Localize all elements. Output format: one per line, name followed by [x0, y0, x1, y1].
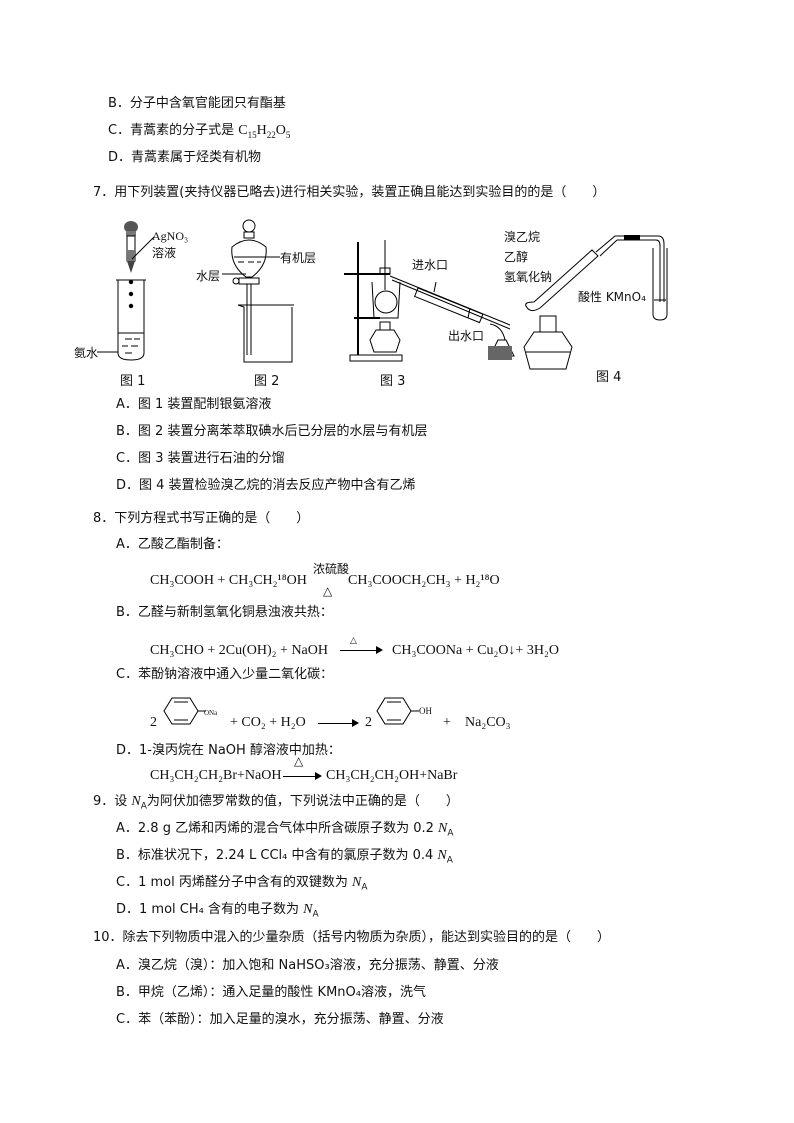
q6-option-c: C．青蒿素的分子式是 C15H22O5	[108, 122, 290, 140]
q8-c-plus: +	[443, 715, 451, 730]
q8-equation-b-condition: △	[350, 636, 357, 646]
q9-option-c: C．1 mol 丙烯醛分子中含有的双键数为 NA	[116, 875, 368, 893]
elimination-apparatus-icon	[523, 235, 668, 370]
reaction-arrow	[283, 776, 317, 777]
ammonia-label: 氨水	[74, 346, 99, 360]
q8-option-c-label: C．苯酚钠溶液中通入少量二氧化碳：	[116, 667, 334, 682]
arrow-head-icon	[352, 719, 359, 727]
benzene-ring-icon	[163, 697, 206, 725]
q8-c-sub1: ONa	[204, 709, 218, 717]
q8-equation-b-right: CH₃COONa + Cu₂O↓+ 3H₂O	[392, 643, 559, 658]
reaction-arrow	[340, 650, 378, 651]
q10-option-c: C．苯（苯酚）：加入足量的溴水，充分振荡、静置、分液	[116, 1012, 444, 1027]
figure-4-caption: 图 4	[596, 370, 622, 385]
q8-option-a-label: A．乙酸乙酯制备：	[116, 537, 229, 552]
q8-equation-a-condition: 浓硫酸	[313, 562, 350, 576]
water-inlet-label: 进水口	[412, 258, 449, 272]
arrow-head-icon	[315, 772, 322, 780]
q8-option-b-label: B．乙醛与新制氢氧化铜悬浊液共热：	[116, 605, 333, 620]
q8-equation-d-heat: △	[294, 754, 304, 768]
q8-option-d-label: D．1-溴丙烷在 NaOH 醇溶液中加热：	[116, 743, 341, 758]
q8-equation-d-right: CH₃CH₂CH₂OH+NaBr	[326, 768, 458, 783]
q9-option-d: D．1 mol CH₄ 含有的电子数为 NA	[116, 902, 319, 920]
figure-4: 溴乙烷 乙醇 氢氧化钠 酸性 KMnO₄ 图 4	[500, 222, 680, 392]
q7-option-a: A．图 1 装置配制银氨溶液	[116, 397, 272, 412]
water-outlet-label: 出水口	[448, 329, 485, 343]
q10-option-a: A．溴乙烷（溴）：加入饱和 NaHSO₃溶液，充分振荡、静置、分液	[116, 958, 499, 973]
q7-option-c: C．图 3 装置进行石油的分馏	[116, 451, 285, 466]
q7-stem: 7．用下列装置(夹持仪器已略去)进行相关实验，装置正确且能达到实验目的的是（ ）	[93, 185, 606, 200]
figure-3: 进水口 出水口 图 3	[330, 230, 520, 390]
figure-3-caption: 图 3	[380, 374, 406, 389]
distillation-apparatus-icon	[344, 240, 515, 362]
figure-2: 有机层 水层 图 2	[180, 215, 320, 390]
acidic-kmno4-label: 酸性 KMnO₄	[578, 290, 646, 304]
q9-stem: 9．设 NA为阿伏加德罗常数的值，下列说法中正确的是（ ）	[93, 794, 459, 812]
figure-1-caption: 图 1	[120, 374, 146, 389]
q7-option-b: B．图 2 装置分离苯萃取碘水后已分层的水层与有机层	[116, 424, 428, 439]
water-layer-label: 水层	[196, 269, 221, 283]
q8-equation-b-left: CH₃CHO + 2Cu(OH)₂ + NaOH	[150, 643, 328, 658]
test-tube-dropper-icon	[97, 221, 155, 361]
molecular-formula: C15H22O5	[238, 123, 291, 140]
q7-option-d: D．图 4 装置检验溴乙烷的消去反应产物中含有乙烯	[116, 478, 416, 493]
arrow-head-icon	[376, 646, 383, 654]
q10-option-b: B．甲烷（乙烯）：通入足量的酸性 KMnO₄溶液，洗气	[116, 985, 426, 1000]
q8-equation-d-left: CH₃CH₂CH₂Br+NaOH	[150, 768, 282, 783]
q6-option-c-text: C．青蒿素的分子式是	[108, 123, 239, 138]
q8-equation-a-left: CH₃COOH + CH₃CH₂¹⁸OH	[150, 573, 307, 588]
q6-option-d: D．青蒿素属于烃类有机物	[108, 150, 262, 165]
q8-c-sub2: OH	[419, 706, 432, 716]
q9-option-a: A．2.8 g 乙烯和丙烯的混合气体中所含碳原子数为 0.2 NA	[116, 821, 454, 839]
q9-option-b: B．标准状况下，2.24 L CCl₄ 中含有的氯原子数为 0.4 NA	[116, 848, 453, 866]
q10-stem: 10．除去下列物质中混入的少量杂质（括号内物质为杂质），能达到实验目的的是（ ）	[93, 930, 611, 945]
reagent-naoh: 氢氧化钠	[504, 270, 553, 284]
benzene-ring-icon	[376, 697, 419, 725]
reagent-ethanol: 乙醇	[504, 250, 529, 264]
q8-equation-a-heat: △	[323, 584, 333, 598]
q8-c-product: Na₂CO₃	[465, 715, 511, 730]
figure-1: AgNO₃溶液 氨水 图 1	[70, 215, 190, 390]
reagent-bromoethane: 溴乙烷	[504, 230, 541, 244]
q8-equation-a-right: CH₃COOCH₂CH₃ + H₂¹⁸O	[348, 573, 500, 588]
organic-layer-label: 有机层	[280, 251, 317, 265]
figure-2-caption: 图 2	[254, 374, 280, 389]
q8-c-mid: + CO₂ + H₂O	[230, 715, 306, 730]
q6-option-b: B．分子中含氧官能团只有酯基	[108, 96, 286, 111]
q8-c-coef1: 2	[150, 715, 157, 730]
q8-c-coef2: 2	[365, 715, 372, 730]
q8-stem: 8．下列方程式书写正确的是（ ）	[93, 511, 310, 526]
separatory-funnel-icon	[222, 219, 294, 363]
agno3-label: AgNO₃溶液	[152, 229, 189, 260]
reaction-arrow	[318, 723, 354, 724]
